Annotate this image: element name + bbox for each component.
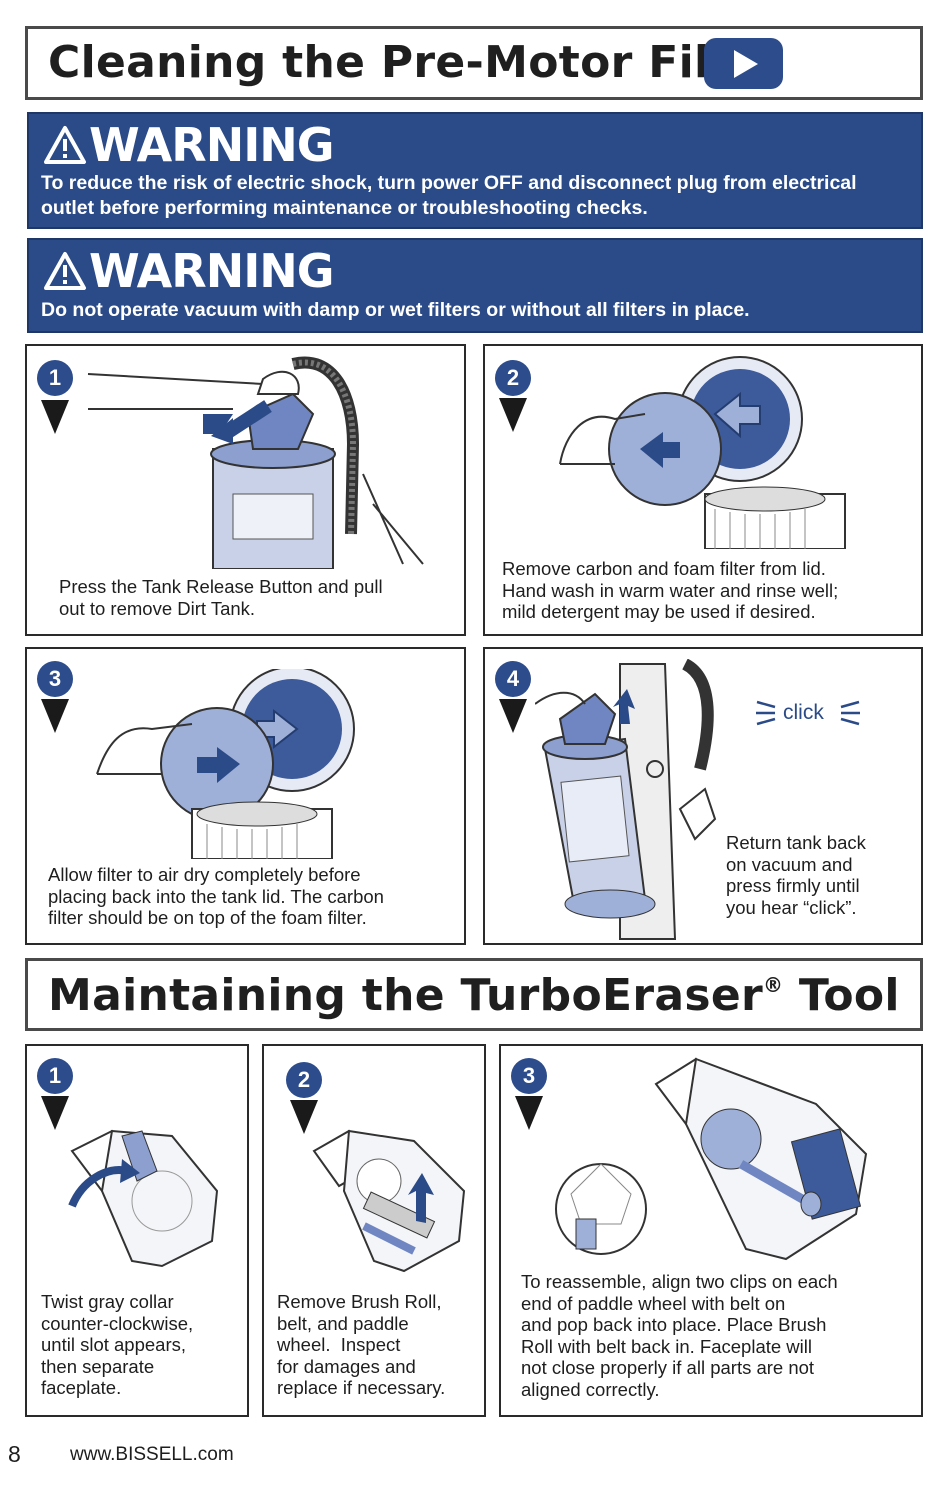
warning-box-electric: WARNING To reduce the risk of electric s… — [27, 112, 923, 229]
click-sound-label: click — [783, 701, 824, 725]
section-title: Maintaining the TurboEraser® Tool — [48, 970, 900, 1021]
step-caption: Allow filter to air dry completely befor… — [48, 864, 384, 929]
play-video-button[interactable] — [704, 38, 783, 89]
warning-text: To reduce the risk of electric shock, tu… — [41, 171, 857, 221]
warning-triangle-icon — [43, 251, 87, 291]
filter-step-2-panel: 2 Remove carbon and foam filter from lid… — [483, 344, 923, 636]
tool-step-2-panel: 2 Remove Brush Roll, belt, and paddle wh… — [262, 1044, 486, 1417]
website-url[interactable]: www.BISSELL.com — [70, 1444, 234, 1466]
step-arrow-icon — [499, 699, 527, 733]
step-number-badge: 1 — [37, 1058, 73, 1094]
step-number-badge: 4 — [495, 661, 531, 697]
step-caption: Press the Tank Release Button and pull o… — [59, 576, 383, 619]
filter-step-4-panel: 4 click Return tank back on vacuum and p… — [483, 647, 923, 945]
step-number-badge: 1 — [37, 360, 73, 396]
step-number-badge: 2 — [495, 360, 531, 396]
warning-text: Do not operate vacuum with damp or wet f… — [41, 298, 750, 323]
tool-step-1-panel: 1 Twist gray collar counter-clockwise, u… — [25, 1044, 249, 1417]
step-caption: Return tank back on vacuum and press fir… — [726, 832, 866, 918]
filter-step-1-panel: 1 Press the Tank Release Button and pull… — [25, 344, 466, 636]
step-arrow-icon — [515, 1096, 543, 1130]
warning-heading: WARNING — [43, 244, 334, 298]
click-sound-lines-left-icon — [753, 698, 781, 728]
warning-heading: WARNING — [43, 118, 334, 172]
section-title-box: Cleaning the Pre-Motor Filter — [25, 26, 923, 100]
page-number: 8 — [8, 1441, 21, 1468]
step-arrow-icon — [499, 398, 527, 432]
section-title-box: Maintaining the TurboEraser® Tool — [25, 958, 923, 1031]
remove-dirt-tank-illustration — [83, 354, 463, 569]
step-caption: To reassemble, align two clips on each e… — [521, 1271, 838, 1400]
tool-step-3-panel: 3 To reassemble, align two clips on each… — [499, 1044, 923, 1417]
step-caption: Remove Brush Roll, belt, and paddle whee… — [277, 1291, 445, 1399]
remove-brush-roll-illustration — [304, 1111, 474, 1276]
warning-triangle-icon — [43, 125, 87, 165]
section-title: Cleaning the Pre-Motor Filter — [48, 37, 783, 88]
step-number-badge: 2 — [286, 1062, 322, 1098]
step-number-badge: 3 — [511, 1058, 547, 1094]
step-arrow-icon — [41, 400, 69, 434]
step-number-badge: 3 — [37, 661, 73, 697]
filter-step-3-panel: 3 Allow filter to air dry completely bef… — [25, 647, 466, 945]
return-tank-illustration — [535, 659, 725, 944]
remove-filter-illustration — [555, 354, 855, 549]
step-caption: Remove carbon and foam filter from lid. … — [502, 558, 838, 623]
reassemble-tool-illustration — [546, 1054, 916, 1269]
warning-box-filters: WARNING Do not operate vacuum with damp … — [27, 238, 923, 333]
replace-filter-illustration — [92, 669, 392, 859]
twist-collar-illustration — [62, 1111, 242, 1271]
click-sound-lines-right-icon — [835, 698, 863, 728]
step-caption: Twist gray collar counter-clockwise, unt… — [41, 1291, 193, 1399]
step-arrow-icon — [41, 699, 69, 733]
